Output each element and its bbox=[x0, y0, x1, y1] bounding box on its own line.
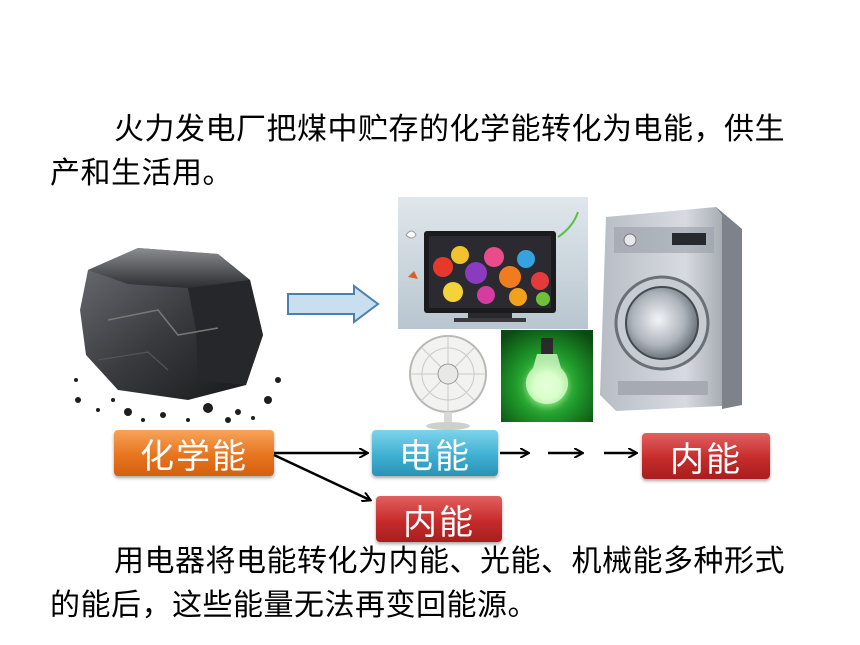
block-arrow-icon bbox=[287, 284, 380, 324]
paragraph-bottom-text: 用电器将电能转化为内能、光能、机械能多种形式的能后，这些能量无法再变回能源。 bbox=[50, 544, 785, 623]
internal-energy-box-right: 内能 bbox=[642, 433, 770, 480]
coal-image bbox=[74, 248, 281, 423]
electrical-energy-label: 电能 bbox=[399, 436, 471, 477]
internal-energy-label-right: 内能 bbox=[670, 439, 742, 480]
electric-fan-image bbox=[398, 330, 498, 432]
light-bulb-image bbox=[501, 330, 593, 422]
internal-energy-box-bottom: 内能 bbox=[376, 496, 502, 543]
washing-machine-image bbox=[600, 207, 742, 411]
internal-energy-label-bottom: 内能 bbox=[403, 502, 475, 543]
paragraph-top: 火力发电厂把煤中贮存的化学能转化为电能，供生产和生活用。 bbox=[50, 108, 810, 196]
paragraph-bottom: 用电器将电能转化为内能、光能、机械能多种形式的能后，这些能量无法再变回能源。 bbox=[50, 540, 810, 628]
chemical-energy-label: 化学能 bbox=[140, 436, 248, 477]
chemical-energy-box: 化学能 bbox=[114, 430, 274, 477]
electrical-energy-box: 电能 bbox=[372, 430, 498, 477]
television-image bbox=[398, 197, 588, 329]
paragraph-top-text: 火力发电厂把煤中贮存的化学能转化为电能，供生产和生活用。 bbox=[50, 112, 785, 191]
arrow-chem-to-heat bbox=[273, 453, 370, 500]
